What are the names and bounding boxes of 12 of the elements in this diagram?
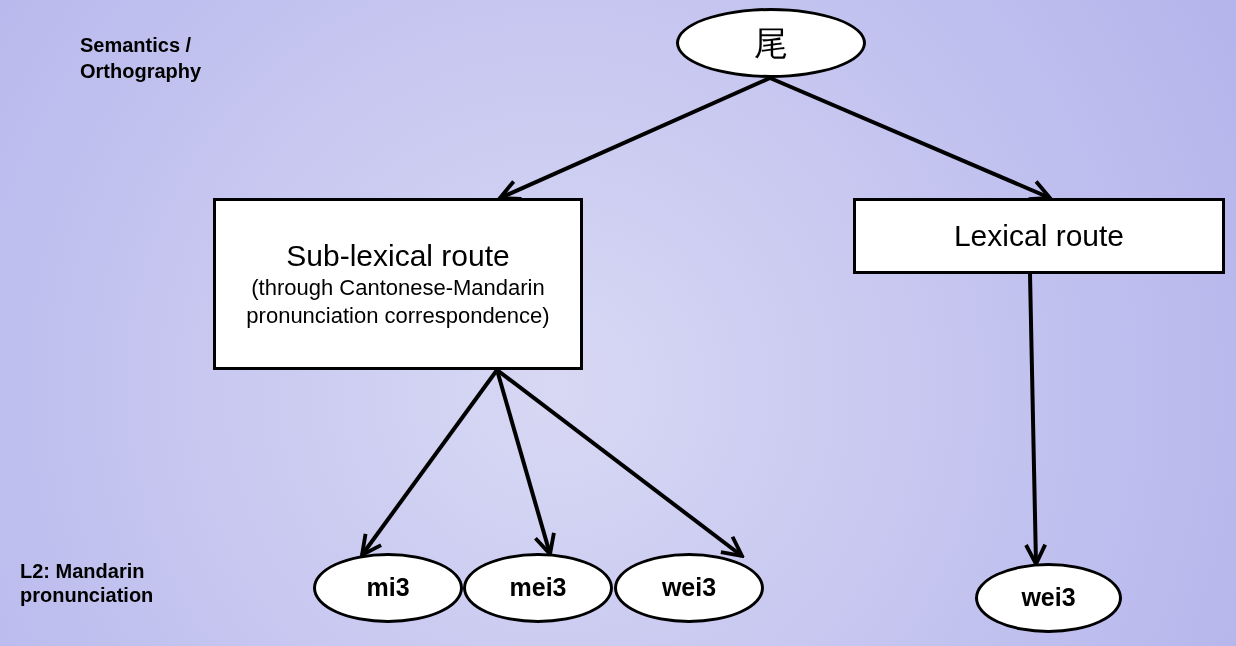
process-box — [853, 198, 1225, 274]
level-label: Semantics / Orthography — [80, 33, 203, 84]
node-description: (through Cantonese-Mandarin pronunciation correspondence) — [245, 274, 551, 330]
node-title: mei3 — [509, 572, 567, 604]
level-label: L2: Mandarin pronunciation — [20, 559, 155, 607]
node-title: Sub-lexical route — [286, 238, 510, 274]
node-title: wei3 — [1021, 582, 1076, 614]
node-title: wei3 — [661, 572, 717, 604]
node-title: mi3 — [366, 572, 410, 604]
node-title: Lexical route — [953, 218, 1125, 254]
node-title: 尾 — [754, 26, 788, 60]
process-box — [213, 198, 583, 370]
